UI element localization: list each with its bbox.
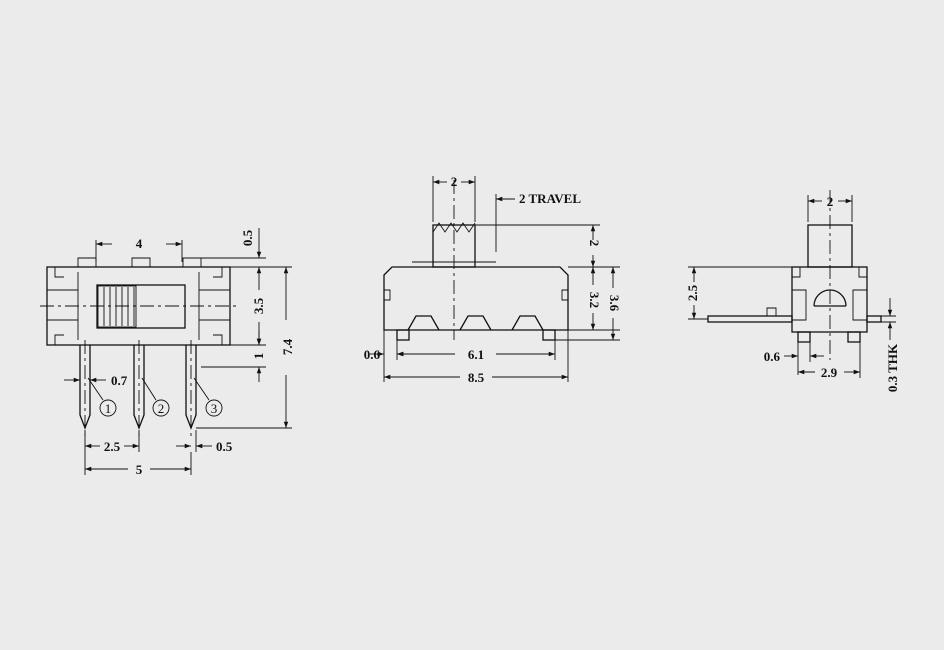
dim-label: 2 bbox=[827, 194, 834, 209]
dim-actuator-width: 2 bbox=[432, 174, 476, 222]
side-view: 2 2 TRAVEL 2 3.2 3.6 bbox=[364, 174, 622, 385]
dim-label: 2 bbox=[451, 174, 458, 189]
dim-side-actuator-height: 2 bbox=[475, 224, 620, 341]
dim-travel: 2 TRAVEL bbox=[495, 191, 581, 252]
dim-pin-width: 0.7 bbox=[64, 373, 128, 388]
dim-front-overall: 7.4 bbox=[196, 266, 295, 429]
dim-span: 5 bbox=[84, 452, 192, 477]
dim-side-body-height: 3.2 bbox=[587, 267, 602, 330]
end-body bbox=[707, 190, 882, 360]
dim-label: 5 bbox=[136, 462, 143, 477]
dim-side-total-height: 3.6 bbox=[607, 267, 622, 340]
front-view: 1 2 3 4 0.5 3.5 1 bbox=[40, 228, 295, 477]
dim-label: 2.9 bbox=[821, 365, 838, 380]
dim-overall-length: 8.5 bbox=[384, 330, 569, 385]
dim-label: 0.6 bbox=[764, 349, 781, 364]
pin-label-2: 2 bbox=[158, 401, 165, 416]
end-view: 2 2.5 0.6 2.9 0.3 THK bbox=[685, 190, 900, 392]
pin-callouts: 1 2 3 bbox=[87, 377, 223, 417]
dim-pitch: 2.5 bbox=[84, 430, 140, 454]
dim-front-width: 4 bbox=[95, 236, 183, 262]
dim-label: 2 TRAVEL bbox=[519, 191, 581, 206]
dim-front-standoff: 1 bbox=[201, 330, 266, 382]
dim-end-actuator-width: 2 bbox=[807, 194, 853, 222]
front-slider bbox=[96, 284, 186, 329]
dim-label: 3.5 bbox=[251, 297, 266, 314]
dim-label: 7.4 bbox=[280, 338, 295, 355]
dim-side-leg: 0.6 bbox=[364, 330, 411, 382]
dim-label: 1 bbox=[251, 353, 266, 360]
pin-label-1: 1 bbox=[105, 401, 112, 416]
dim-label: 3.2 bbox=[587, 292, 602, 308]
dim-label: 0.7 bbox=[111, 373, 128, 388]
dim-label: 4 bbox=[136, 236, 143, 251]
dim-label: 6.1 bbox=[468, 347, 484, 362]
dim-label: 8.5 bbox=[468, 370, 485, 385]
dim-thickness: 0.3 THK bbox=[881, 298, 900, 392]
dim-end-leg: 0.6 bbox=[764, 342, 824, 375]
front-body bbox=[46, 257, 231, 346]
dim-front-height: 3.5 bbox=[230, 267, 266, 346]
front-pins bbox=[79, 340, 197, 440]
dim-pin-offset: 0.5 bbox=[176, 430, 233, 454]
dim-label: 2.5 bbox=[104, 439, 121, 454]
side-pads bbox=[396, 315, 556, 341]
dim-label: 2 bbox=[587, 240, 602, 247]
dim-label: 3.6 bbox=[607, 295, 622, 312]
dim-label: 0.5 bbox=[240, 229, 255, 246]
dim-label: 0.5 bbox=[216, 439, 233, 454]
dim-pad-span: 6.1 bbox=[397, 340, 556, 362]
dim-end-body-width: 2.9 bbox=[798, 342, 861, 380]
dim-label: 0.6 bbox=[364, 347, 381, 362]
dim-label: 2.5 bbox=[685, 284, 700, 301]
dim-end-lead-height: 2.5 bbox=[685, 266, 792, 320]
dim-front-slot: 0.5 bbox=[200, 228, 266, 268]
pin-label-3: 3 bbox=[211, 401, 218, 416]
dim-label: 0.3 THK bbox=[885, 343, 900, 392]
